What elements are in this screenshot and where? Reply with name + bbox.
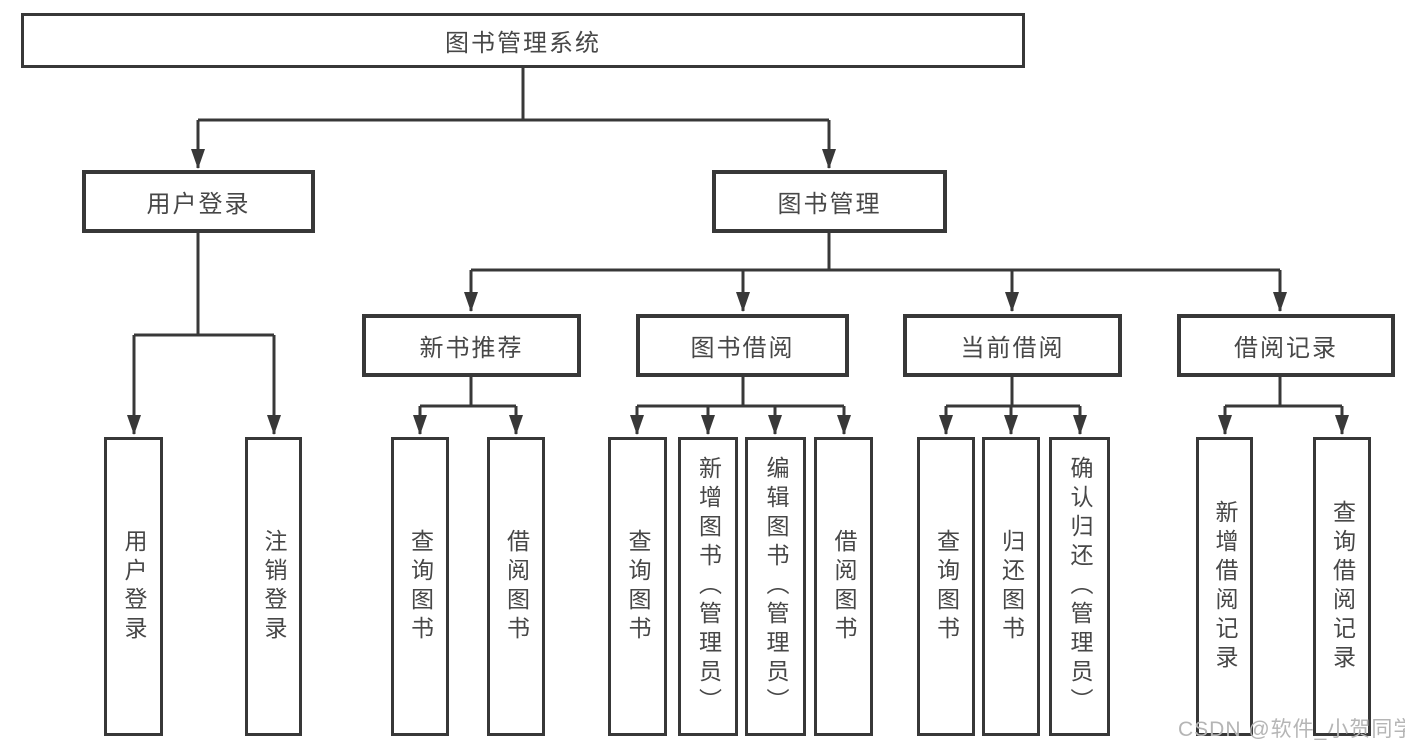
leaf-add-books-admin: 新增图书（管理员） [678, 437, 738, 736]
node-user-login-module: 用户登录 [82, 170, 315, 233]
node-library-system: 图书管理系统 [21, 13, 1025, 68]
node-new-book-recommendation: 新书推荐 [362, 314, 581, 377]
leaf-recommend-borrow-books: 借阅图书 [487, 437, 545, 736]
leaf-logout-login: 注销登录 [245, 437, 302, 736]
leaf-recommend-query-books: 查询图书 [391, 437, 449, 736]
leaf-return-books: 归还图书 [982, 437, 1040, 736]
node-current-borrowing: 当前借阅 [903, 314, 1122, 377]
watermark: CSDN @软件_小贺同学 [1178, 718, 1405, 741]
leaf-add-borrow-record: 新增借阅记录 [1196, 437, 1253, 736]
leaf-edit-books-admin: 编辑图书（管理员） [745, 437, 806, 736]
node-book-management-module: 图书管理 [712, 170, 947, 233]
node-borrowing-records: 借阅记录 [1177, 314, 1395, 377]
leaf-current-query-books: 查询图书 [917, 437, 975, 736]
leaf-borrowing-borrow-books: 借阅图书 [814, 437, 873, 736]
leaf-borrowing-query-books: 查询图书 [608, 437, 667, 736]
leaf-user-login: 用户登录 [104, 437, 163, 736]
leaf-confirm-return-admin: 确认归还（管理员） [1049, 437, 1110, 736]
node-book-borrowing: 图书借阅 [636, 314, 849, 377]
leaf-query-borrow-record: 查询借阅记录 [1313, 437, 1371, 736]
